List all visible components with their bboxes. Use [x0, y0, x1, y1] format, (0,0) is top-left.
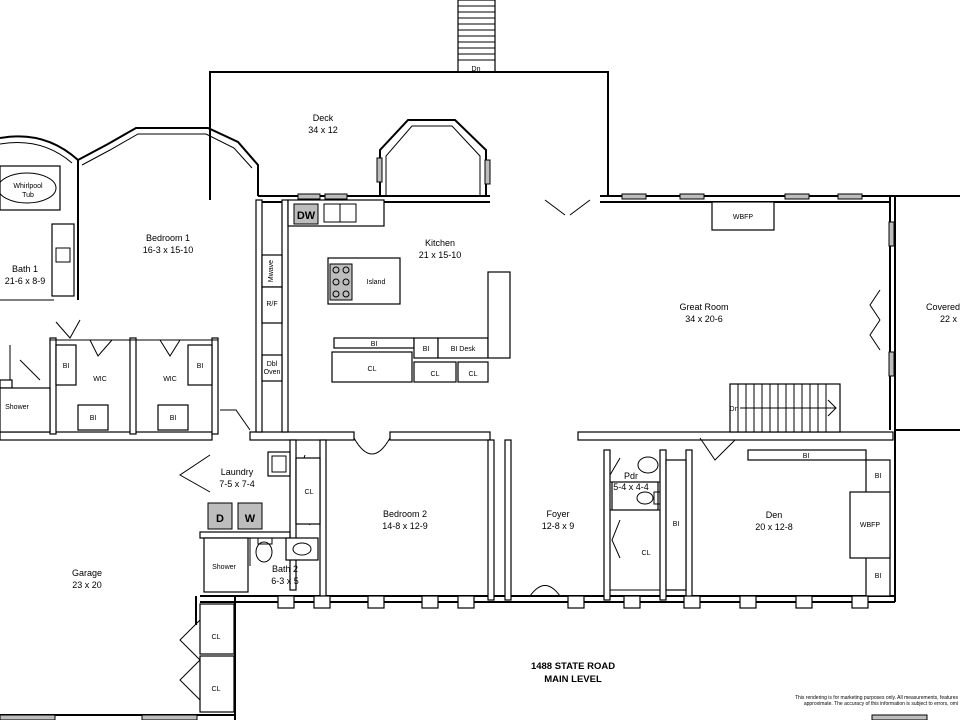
plan-title: 1488 STATE ROAD MAIN LEVEL: [531, 661, 615, 685]
pdr-name: Pdr: [624, 471, 638, 481]
shower-label-bath1: Shower: [5, 404, 29, 411]
microwave-label: Mwave: [268, 260, 275, 282]
builtin-label-kitchen: BI: [371, 341, 378, 348]
bath1-dims: 21-6 x 8-9: [5, 276, 46, 286]
laundry-name: Laundry: [221, 467, 254, 477]
bedroom2-dims: 14-8 x 12-9: [382, 521, 428, 531]
covered-dims: 22 x: [940, 314, 958, 324]
garage-dims: 23 x 20: [72, 580, 102, 590]
foyer-name: Foyer: [546, 509, 569, 519]
kitchen-name: Kitchen: [425, 238, 455, 248]
builtin-label-den-top: BI: [803, 453, 810, 460]
disclaimer: This rendering is for marketing purposes…: [795, 695, 959, 707]
deck-dims: 34 x 12: [308, 125, 338, 135]
front-columns: [277, 595, 869, 609]
island-label: Island: [367, 279, 386, 286]
bedroom2-name: Bedroom 2: [383, 509, 427, 519]
deck-name: Deck: [313, 113, 334, 123]
closet-label-kitchen-3: CL: [469, 371, 478, 378]
deck-outline: [209, 71, 609, 200]
builtin-label-den-left: BI: [673, 521, 680, 528]
bedroom1-dims: 16-3 x 15-10: [143, 245, 194, 255]
garage-name: Garage: [72, 568, 102, 578]
closet-label-laundry: CL: [305, 489, 314, 496]
washer-label: W: [245, 513, 256, 525]
stairs-dn-label: Dn: [472, 66, 481, 73]
room-labels: Deck 34 x 12 Kitchen 21 x 15-10 Bedroom …: [5, 113, 960, 590]
foyer-dims: 12-8 x 9: [542, 521, 575, 531]
kitchen-fixtures: DW Island Mwave R/F Dbl Oven BI BI BI De…: [261, 199, 511, 383]
pdr-dims: 5-4 x 4-4: [613, 482, 649, 492]
builtin-label-wic2b: BI: [170, 415, 177, 422]
builtin-label-wic2: BI: [197, 363, 204, 370]
disclaimer-line-1: This rendering is for marketing purposes…: [795, 695, 959, 701]
interior-walls: [0, 199, 894, 601]
bath1-fixtures: Whirlpool Tub Shower BI WIC BI WIC BI BI: [0, 165, 213, 433]
great-room-dims: 34 x 20-6: [685, 314, 723, 324]
kitchen-dims: 21 x 15-10: [419, 250, 462, 260]
closet-label-garage-2: CL: [212, 686, 221, 693]
great-room-name: Great Room: [679, 302, 728, 312]
disclaimer-line-2: approximate. The accuracy of this inform…: [804, 701, 958, 707]
stairs-dn-interior: Dn: [730, 406, 739, 413]
title-address: 1488 STATE ROAD: [531, 661, 615, 672]
title-level: MAIN LEVEL: [544, 674, 602, 685]
wic-label-1: WIC: [93, 376, 107, 383]
den-name: Den: [766, 510, 783, 520]
covered-name: Covered: [926, 302, 960, 312]
bath2-name: Bath 2: [272, 564, 298, 574]
builtin-label-wic1b: BI: [90, 415, 97, 422]
bath2-dims: 6-3 x 5: [271, 576, 299, 586]
builtin-label-kitchen-2: BI: [423, 346, 430, 353]
bath1-name: Bath 1: [12, 264, 38, 274]
dryer-label: D: [216, 513, 224, 525]
whirlpool-label-2: Tub: [22, 192, 34, 199]
laundry-fixtures: D W CL Shower: [203, 451, 321, 593]
closet-label-kitchen-2: CL: [431, 371, 440, 378]
exterior-stairs: Dn: [457, 0, 496, 73]
garage-closets: CL CL: [199, 603, 235, 713]
oven-label-1: Dbl: [267, 361, 278, 368]
shower-label-bath2: Shower: [212, 564, 236, 571]
bedroom1-name: Bedroom 1: [146, 233, 190, 243]
closet-label-kitchen: CL: [368, 366, 377, 373]
wic-label-2: WIC: [163, 376, 177, 383]
builtin-label-den-r2: BI: [875, 573, 882, 580]
den-dims: 20 x 12-8: [755, 522, 793, 532]
laundry-dims: 7-5 x 7-4: [219, 479, 255, 489]
builtin-desk-label: BI Desk: [451, 346, 476, 353]
builtin-label-wic1: BI: [63, 363, 70, 370]
fireplace-label-great: WBFP: [733, 214, 754, 221]
refrigerator-label: R/F: [266, 301, 277, 308]
dishwasher-label: DW: [297, 210, 316, 222]
oven-label-2: Oven: [264, 369, 281, 376]
closet-label-garage-1: CL: [212, 634, 221, 641]
great-room-fixtures: WBFP Dn: [711, 201, 841, 433]
den-fixtures: CL BI BI BI WBFP BI: [609, 453, 891, 591]
builtin-label-den-r1: BI: [875, 473, 882, 480]
windows: [0, 157, 928, 720]
whirlpool-label-1: Whirlpool: [13, 183, 43, 190]
closet-label-pdr: CL: [642, 550, 651, 557]
fireplace-label-den: WBFP: [860, 522, 881, 529]
